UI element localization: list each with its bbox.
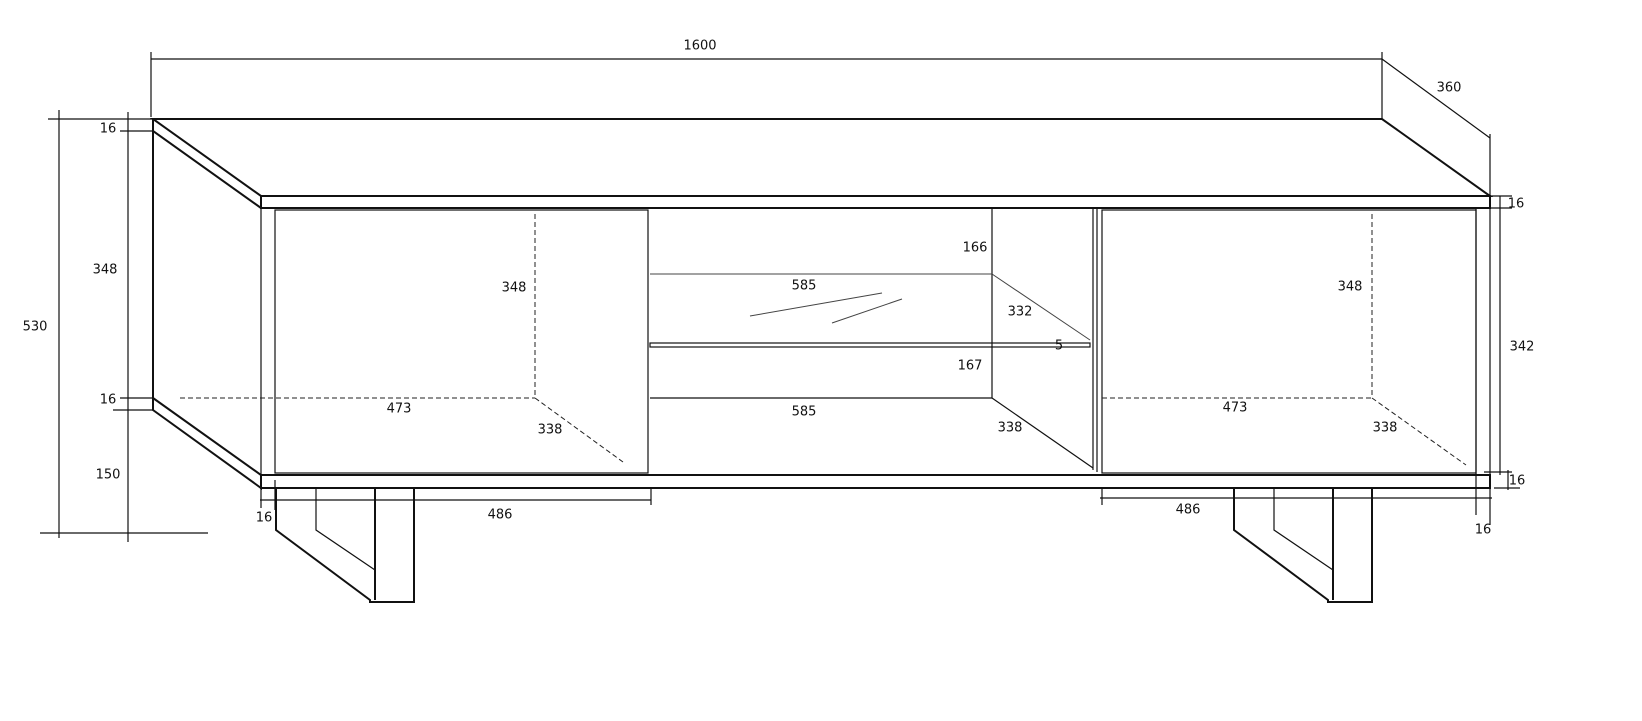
dim-right-height: 348 xyxy=(1338,280,1363,295)
dim-overall-width: 1600 xyxy=(683,39,716,54)
right-door xyxy=(1101,209,1477,474)
dim-right-width: 473 xyxy=(1223,401,1248,416)
dim-overall-height: 530 xyxy=(23,320,48,335)
dim-right-bottom-thickness: 16 xyxy=(1509,474,1526,489)
dim-left-height: 348 xyxy=(502,281,527,296)
dim-bottom-thickness: 16 xyxy=(100,393,117,408)
dim-left-width: 473 xyxy=(387,402,412,417)
dimension-labels: 1600 360 530 16 348 16 150 16 486 486 16… xyxy=(23,39,1535,538)
dim-right-depth: 338 xyxy=(1373,421,1398,436)
dim-shelf-thickness: 5 xyxy=(1055,339,1063,354)
left-door xyxy=(274,209,649,474)
dim-leg-height: 150 xyxy=(96,468,121,483)
dim-right-side-thickness: 16 xyxy=(1475,523,1492,538)
dim-left-door-width: 486 xyxy=(488,508,513,523)
dim-depth: 360 xyxy=(1437,81,1462,96)
dim-left-depth: 338 xyxy=(538,423,563,438)
dim-shelf-depth: 332 xyxy=(1008,305,1033,320)
left-leg xyxy=(275,488,415,603)
dim-lower-height: 167 xyxy=(958,359,983,374)
dim-shelf-width-top: 585 xyxy=(792,279,817,294)
dim-right-door-width: 486 xyxy=(1176,503,1201,518)
dim-side-height: 348 xyxy=(93,263,118,278)
cabinet-body xyxy=(149,118,1494,490)
dim-top-thickness: 16 xyxy=(100,122,117,137)
right-leg xyxy=(1233,488,1373,603)
hidden-lines xyxy=(180,214,1467,466)
dim-right-top-thickness: 16 xyxy=(1508,197,1525,212)
dim-upper-height: 166 xyxy=(963,241,988,256)
dim-shelf-width-bottom: 585 xyxy=(792,405,817,420)
dim-middle-depth: 338 xyxy=(998,421,1023,436)
dim-right-inner-height: 342 xyxy=(1510,340,1535,355)
dimension-lines xyxy=(40,52,1520,542)
glass-shelf xyxy=(649,342,1091,348)
dim-left-side-thickness: 16 xyxy=(256,511,273,526)
